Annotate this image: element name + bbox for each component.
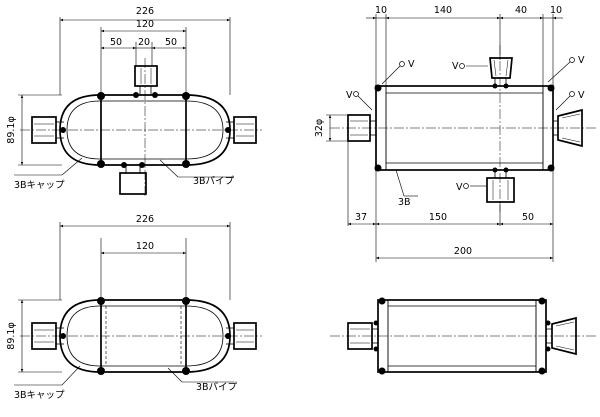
dimension-segments: 50 20 50: [101, 37, 186, 66]
dimension-label: 226: [136, 214, 154, 225]
weld-symbol-label: V: [578, 55, 585, 66]
dimension-label: 32φ: [314, 119, 325, 137]
nozzle-left: [31, 116, 64, 144]
dimension-inner-length: 120: [100, 238, 187, 300]
dimension-label: 120: [136, 19, 154, 30]
callout-label: 3Bキャップ: [14, 180, 65, 191]
callout-cap: 3Bキャップ: [14, 157, 83, 191]
nozzle-left: [347, 322, 378, 350]
callout-pipe: 3Bパイプ: [159, 159, 235, 187]
nozzle-right: [226, 116, 257, 144]
dimension-diameter: 89.1φ: [6, 299, 62, 373]
weld-symbol-label: V: [578, 90, 585, 101]
nozzle-left: [347, 114, 376, 142]
dimension-label: 89.1φ: [6, 322, 17, 349]
dimension-label: 150: [429, 212, 447, 223]
dimension-label: 89.1φ: [6, 116, 17, 143]
weld-marks: [373, 297, 551, 375]
dimension-label: 226: [136, 6, 154, 17]
dimension-label: 50: [110, 37, 122, 48]
callout-pipe: 3Bパイプ: [167, 367, 238, 393]
callout-label: 3Bパイプ: [196, 382, 238, 393]
nozzle-right: [226, 322, 257, 350]
nozzle-right: [553, 108, 583, 148]
dimension-top-chain: 10 140 40 10: [366, 5, 563, 170]
weld-symbol-label: V: [346, 90, 353, 101]
weld-symbol-label: V: [452, 61, 459, 72]
nozzle-top: [489, 57, 513, 87]
dimension-label: 50: [165, 37, 177, 48]
weld-symbol-flags: V V V V V V: [346, 55, 585, 193]
dimension-overall-length: 226: [59, 6, 231, 95]
weld-symbol-label: V: [456, 182, 463, 193]
dimension-inner-length: 120: [100, 19, 187, 95]
dimension-label: 40: [515, 5, 527, 16]
dimension-label: 10: [375, 5, 387, 16]
callout-label: 3B: [398, 197, 411, 208]
view-top-right: 10 140 40 10: [314, 5, 596, 262]
view-top-left: 226 120 50 20 50 89.1φ: [6, 6, 262, 196]
nozzle-bottom: [486, 169, 515, 203]
dimension-label: 200: [454, 246, 472, 257]
weld-symbol-label: V: [408, 59, 415, 70]
weld-marks: [60, 297, 231, 375]
dimension-bore: 32φ: [314, 114, 348, 142]
nozzle-top: [134, 65, 158, 95]
nozzle-left: [31, 322, 64, 350]
callout-cap: 3Bキャップ: [14, 365, 81, 401]
dimension-label: 50: [522, 212, 534, 223]
dimension-bottom-chain: 37 150 50 200: [347, 141, 554, 262]
vessel-body: [330, 45, 596, 212]
weld-marks: [60, 92, 231, 168]
dimension-label: 120: [136, 241, 154, 252]
dimension-label: 140: [434, 5, 452, 16]
callout-label: 3Bキャップ: [14, 390, 65, 401]
callout-pipe: 3B: [395, 169, 418, 208]
dimension-overall-length: 226: [59, 214, 231, 300]
nozzle-right: [546, 316, 577, 356]
nozzle-bottom: [119, 165, 147, 195]
view-bottom-left: 226 120 89.1φ: [6, 214, 262, 401]
vessel-body: [330, 299, 596, 373]
weld-marks: [374, 83, 555, 173]
view-bottom-right: [330, 297, 596, 375]
dimension-label: 37: [355, 212, 367, 223]
dimension-label: 10: [550, 5, 562, 16]
callout-label: 3Bパイプ: [193, 176, 235, 187]
dimension-label: 20: [138, 37, 150, 48]
